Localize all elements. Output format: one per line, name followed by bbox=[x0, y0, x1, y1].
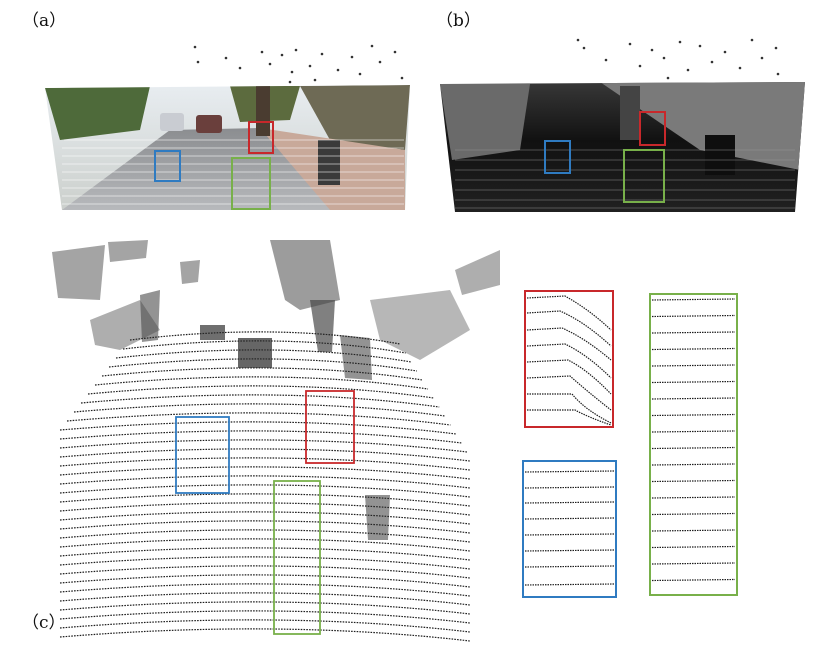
inset-blue-zoom bbox=[522, 460, 617, 598]
blue-box-b bbox=[544, 140, 571, 174]
red-box-a bbox=[248, 121, 274, 154]
label-a: （a） bbox=[22, 11, 67, 31]
blue-box-c bbox=[175, 416, 230, 494]
red-box-b bbox=[639, 111, 666, 146]
inset-red-zoom bbox=[524, 290, 614, 428]
label-c: （c） bbox=[22, 613, 66, 633]
green-box-c bbox=[273, 480, 321, 635]
inset-green-zoom bbox=[649, 293, 738, 596]
red-box-c bbox=[305, 390, 355, 464]
panel-a-rgb-projection bbox=[45, 44, 410, 210]
green-box-b bbox=[623, 149, 665, 203]
label-b: （b） bbox=[436, 11, 481, 31]
panel-c-point-cloud bbox=[52, 240, 500, 642]
blue-box-a bbox=[154, 150, 181, 182]
green-box-a bbox=[231, 157, 271, 210]
panel-b-depth-projection bbox=[440, 38, 805, 212]
